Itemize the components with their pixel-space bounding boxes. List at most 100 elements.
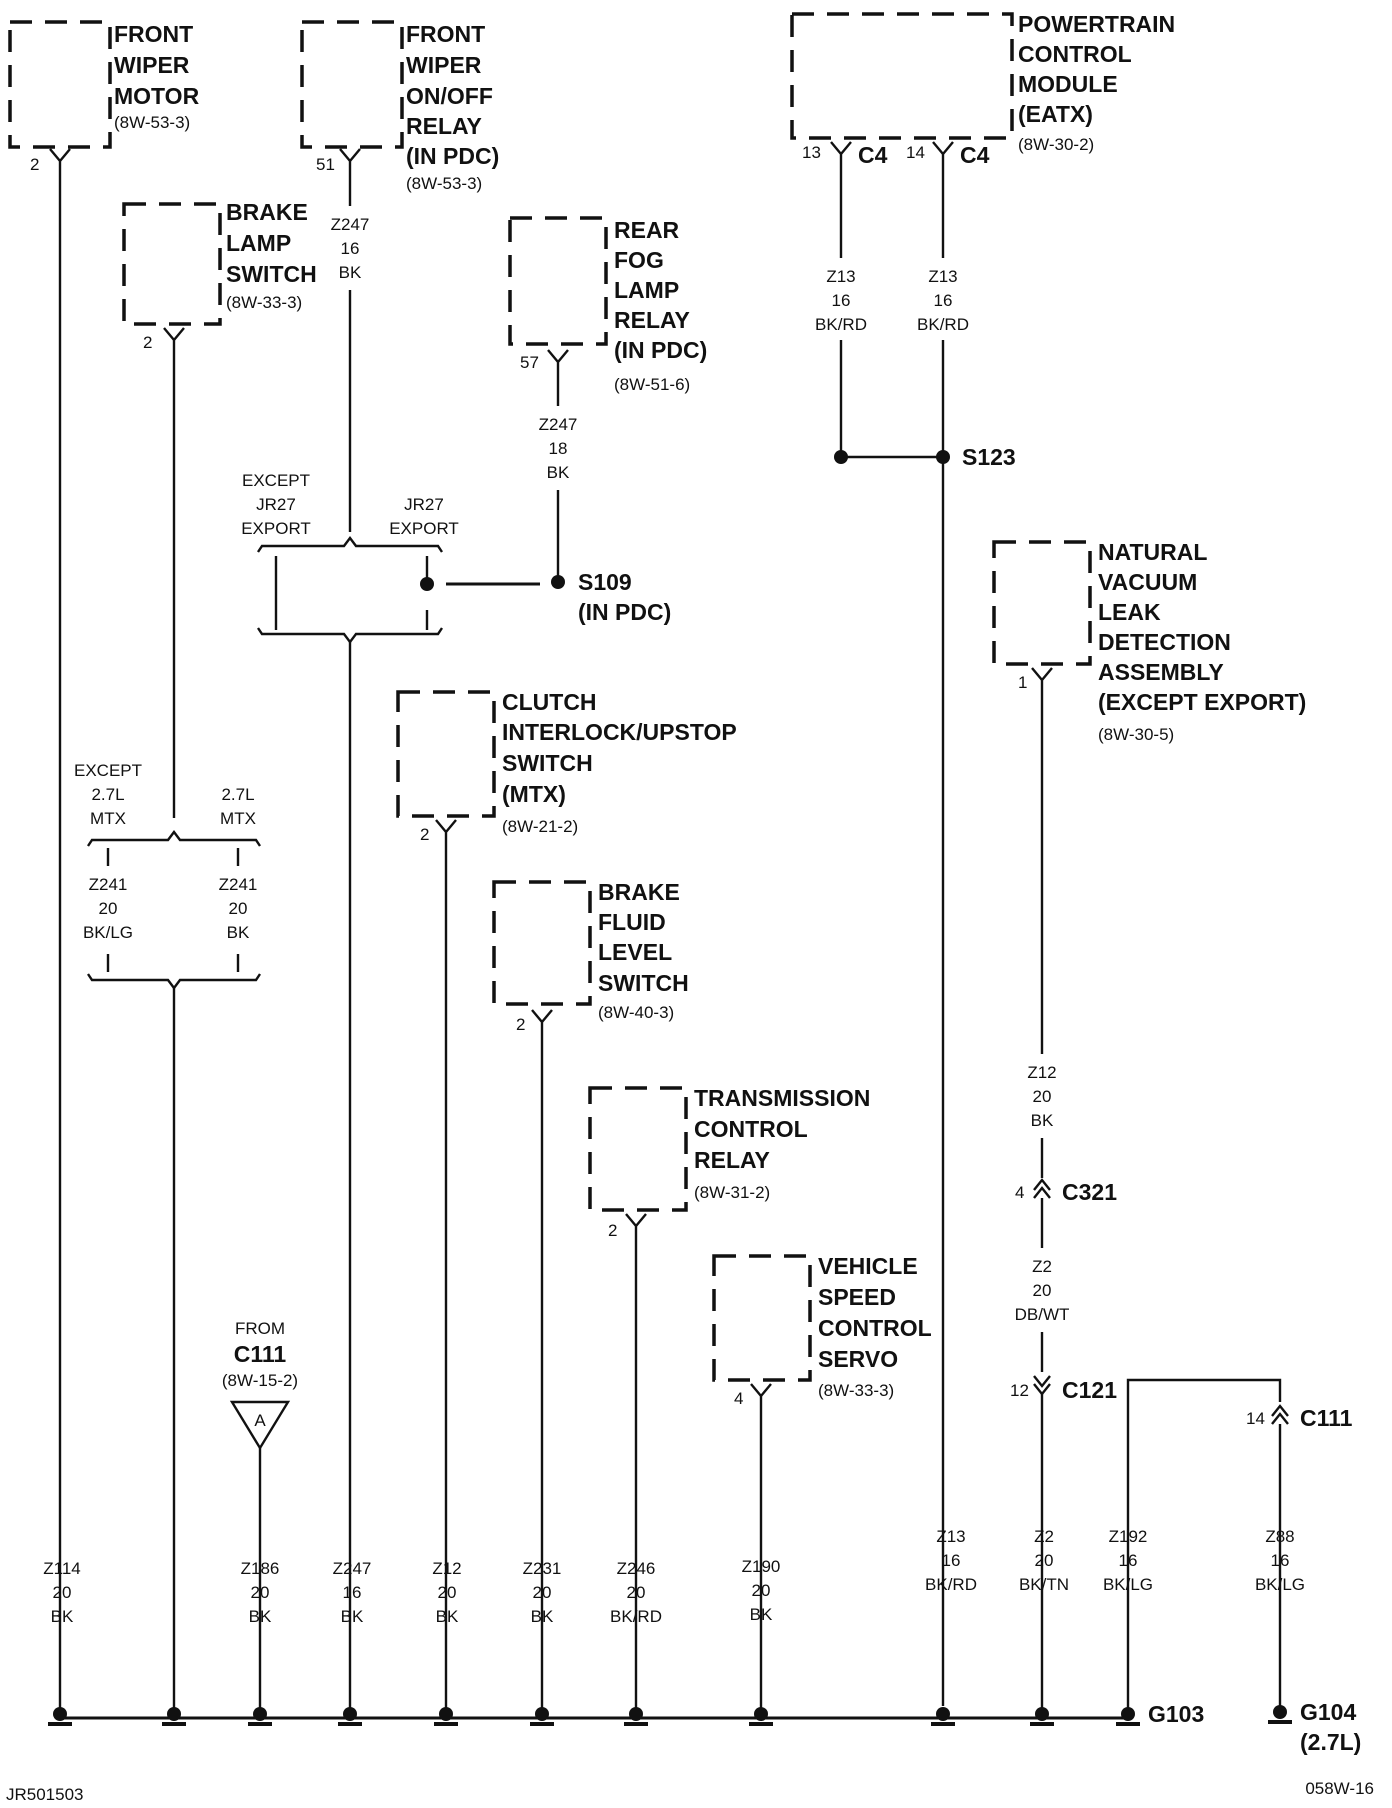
pcm-conn-c4-b: C4: [960, 142, 990, 168]
front-wiper-motor-box: [8, 20, 112, 149]
nvld-label-2: VACUUM: [1098, 569, 1197, 595]
ground-g104-note: (2.7L): [1300, 1729, 1361, 1755]
brake-lamp-switch-label-1: BRAKE: [226, 199, 308, 225]
wire-code: Z247: [331, 215, 370, 234]
pcm-box: [790, 12, 1014, 140]
front-wiper-relay: FRONT WIPER ON/OFF RELAY (IN PDC) (8W-53…: [300, 20, 499, 532]
brake-lamp-switch-label-3: SWITCH: [226, 261, 317, 287]
wire-code: Z88: [1265, 1527, 1294, 1546]
c121-label: C121: [1062, 1377, 1117, 1403]
brake-lamp-switch-box: [122, 202, 222, 326]
wire-color: BK: [436, 1607, 459, 1626]
from-label: FROM: [235, 1319, 285, 1338]
wire-gauge: 16: [1119, 1551, 1138, 1570]
pin-fork-icon: [1031, 667, 1053, 1054]
splice-dot: [936, 450, 950, 464]
option-27-1: 2.7L: [221, 785, 254, 804]
nvld-box: [992, 540, 1092, 666]
clutch-switch-label-2: INTERLOCK/UPSTOP: [502, 719, 737, 745]
wire-code: Z2: [1034, 1527, 1054, 1546]
from-c111-reference: FROM C111 (8W-15-2) A: [222, 1319, 298, 1712]
offpage-letter: A: [254, 1411, 266, 1430]
wire-code: Z247: [539, 415, 578, 434]
wire-gauge: 20: [1035, 1551, 1054, 1570]
wire-gauge: 20: [1033, 1087, 1052, 1106]
brake-lamp-switch-ref: (8W-33-3): [226, 293, 302, 312]
brake-lamp-switch-label-2: LAMP: [226, 230, 291, 256]
option-except-27-3: MTX: [90, 809, 126, 828]
ground-bullet-icon: [338, 1707, 362, 1726]
from-ref: (8W-15-2): [222, 1371, 298, 1390]
ground-wire-labels: Z114 20 BK Z186 20 BK Z247 16 BK Z12 20 …: [43, 1527, 1305, 1626]
clutch-switch-label-4: (MTX): [502, 781, 566, 807]
rear-fog-relay-label-1: REAR: [614, 217, 680, 243]
nvld-label-6: (EXCEPT EXPORT): [1098, 689, 1306, 715]
vsc-label-2: SPEED: [818, 1284, 896, 1310]
brake-fluid-pin: 2: [516, 1015, 525, 1034]
wire-gauge: 20: [533, 1583, 552, 1602]
pcm-label-2: CONTROL: [1018, 41, 1132, 67]
wire: [106, 954, 240, 972]
rear-fog-relay-box: [508, 216, 608, 346]
wire-color: BK: [531, 1607, 554, 1626]
pcm-label-3: MODULE: [1018, 71, 1118, 97]
wire-gauge: 20: [251, 1583, 270, 1602]
tcr-pin: 2: [608, 1221, 617, 1240]
vsc-label-3: CONTROL: [818, 1315, 932, 1341]
rear-fog-relay-label-5: (IN PDC): [614, 337, 707, 363]
brake-fluid-label-4: SWITCH: [598, 970, 689, 996]
clutch-interlock-switch: CLUTCH INTERLOCK/UPSTOP SWITCH (MTX) (8W…: [396, 689, 737, 1712]
brake-fluid-label-3: LEVEL: [598, 939, 672, 965]
front-wiper-relay-label-2: WIPER: [406, 52, 482, 78]
nvld-assembly: NATURAL VACUUM LEAK DETECTION ASSEMBLY (…: [992, 539, 1353, 1718]
wire: [1126, 1378, 1282, 1718]
option-bracket-top: [87, 830, 261, 847]
nvld-label-1: NATURAL: [1098, 539, 1207, 565]
front-wiper-relay-label-5: (IN PDC): [406, 143, 499, 169]
wire-gauge: 20: [99, 899, 118, 918]
pin-fork-icon: [750, 1383, 772, 1712]
wire-code: Z114: [43, 1559, 81, 1578]
wire-color: BK: [339, 263, 362, 282]
wire-gauge: 16: [832, 291, 851, 310]
wire-gauge: 20: [752, 1581, 771, 1600]
wire-code: Z12: [432, 1559, 461, 1578]
clutch-switch-label-1: CLUTCH: [502, 689, 597, 715]
option-except-jr27-2: JR27: [256, 495, 296, 514]
pcm-pin-14: 14: [906, 143, 925, 162]
option-jr27-1: JR27: [404, 495, 444, 514]
pin-fork-icon: [163, 327, 185, 818]
ground-bullet-icon: [530, 1707, 554, 1726]
wire-color: BK/LG: [1103, 1575, 1153, 1594]
transmission-control-relay: TRANSMISSION CONTROL RELAY (8W-31-2) 2: [588, 1085, 870, 1712]
ground-bullet-icon: [1268, 1705, 1292, 1724]
tcr-ref: (8W-31-2): [694, 1183, 770, 1202]
ground-bullet-icon: [1116, 1707, 1140, 1726]
wire-gauge: 16: [934, 291, 953, 310]
rear-fog-relay-pin: 57: [520, 353, 539, 372]
pcm-label-4: (EATX): [1018, 101, 1093, 127]
option-bracket-bottom: [87, 973, 261, 990]
clutch-switch-label-3: SWITCH: [502, 750, 593, 776]
wire-gauge: 20: [438, 1583, 457, 1602]
wire: [839, 340, 945, 1706]
pin-fork-icon: [49, 148, 71, 1712]
option-27-2: MTX: [220, 809, 256, 828]
front-wiper-motor-label-2: WIPER: [114, 52, 190, 78]
ground-g104: G104: [1300, 1699, 1356, 1725]
pin-fork-icon: [932, 141, 954, 258]
wire-color: BK/TN: [1019, 1575, 1069, 1594]
c111-pin: 14: [1246, 1409, 1265, 1428]
offpage-triangle-icon: [229, 1400, 291, 1451]
mtx-option-split: EXCEPT 2.7L MTX 2.7L MTX Z241 20 BK/LG Z…: [74, 761, 261, 1712]
pcm-conn-c4-a: C4: [858, 142, 888, 168]
brake-fluid-ref: (8W-40-3): [598, 1003, 674, 1022]
wire-code: Z13: [826, 267, 855, 286]
wire-gauge: 16: [343, 1583, 362, 1602]
pin-fork-icon: [830, 141, 852, 258]
splice-s109-loc: (IN PDC): [578, 599, 671, 625]
wire-color: BK: [341, 1607, 364, 1626]
wire-gauge: 20: [229, 899, 248, 918]
pin-fork-icon: [625, 1213, 647, 1712]
wire-color: BK/LG: [1255, 1575, 1305, 1594]
